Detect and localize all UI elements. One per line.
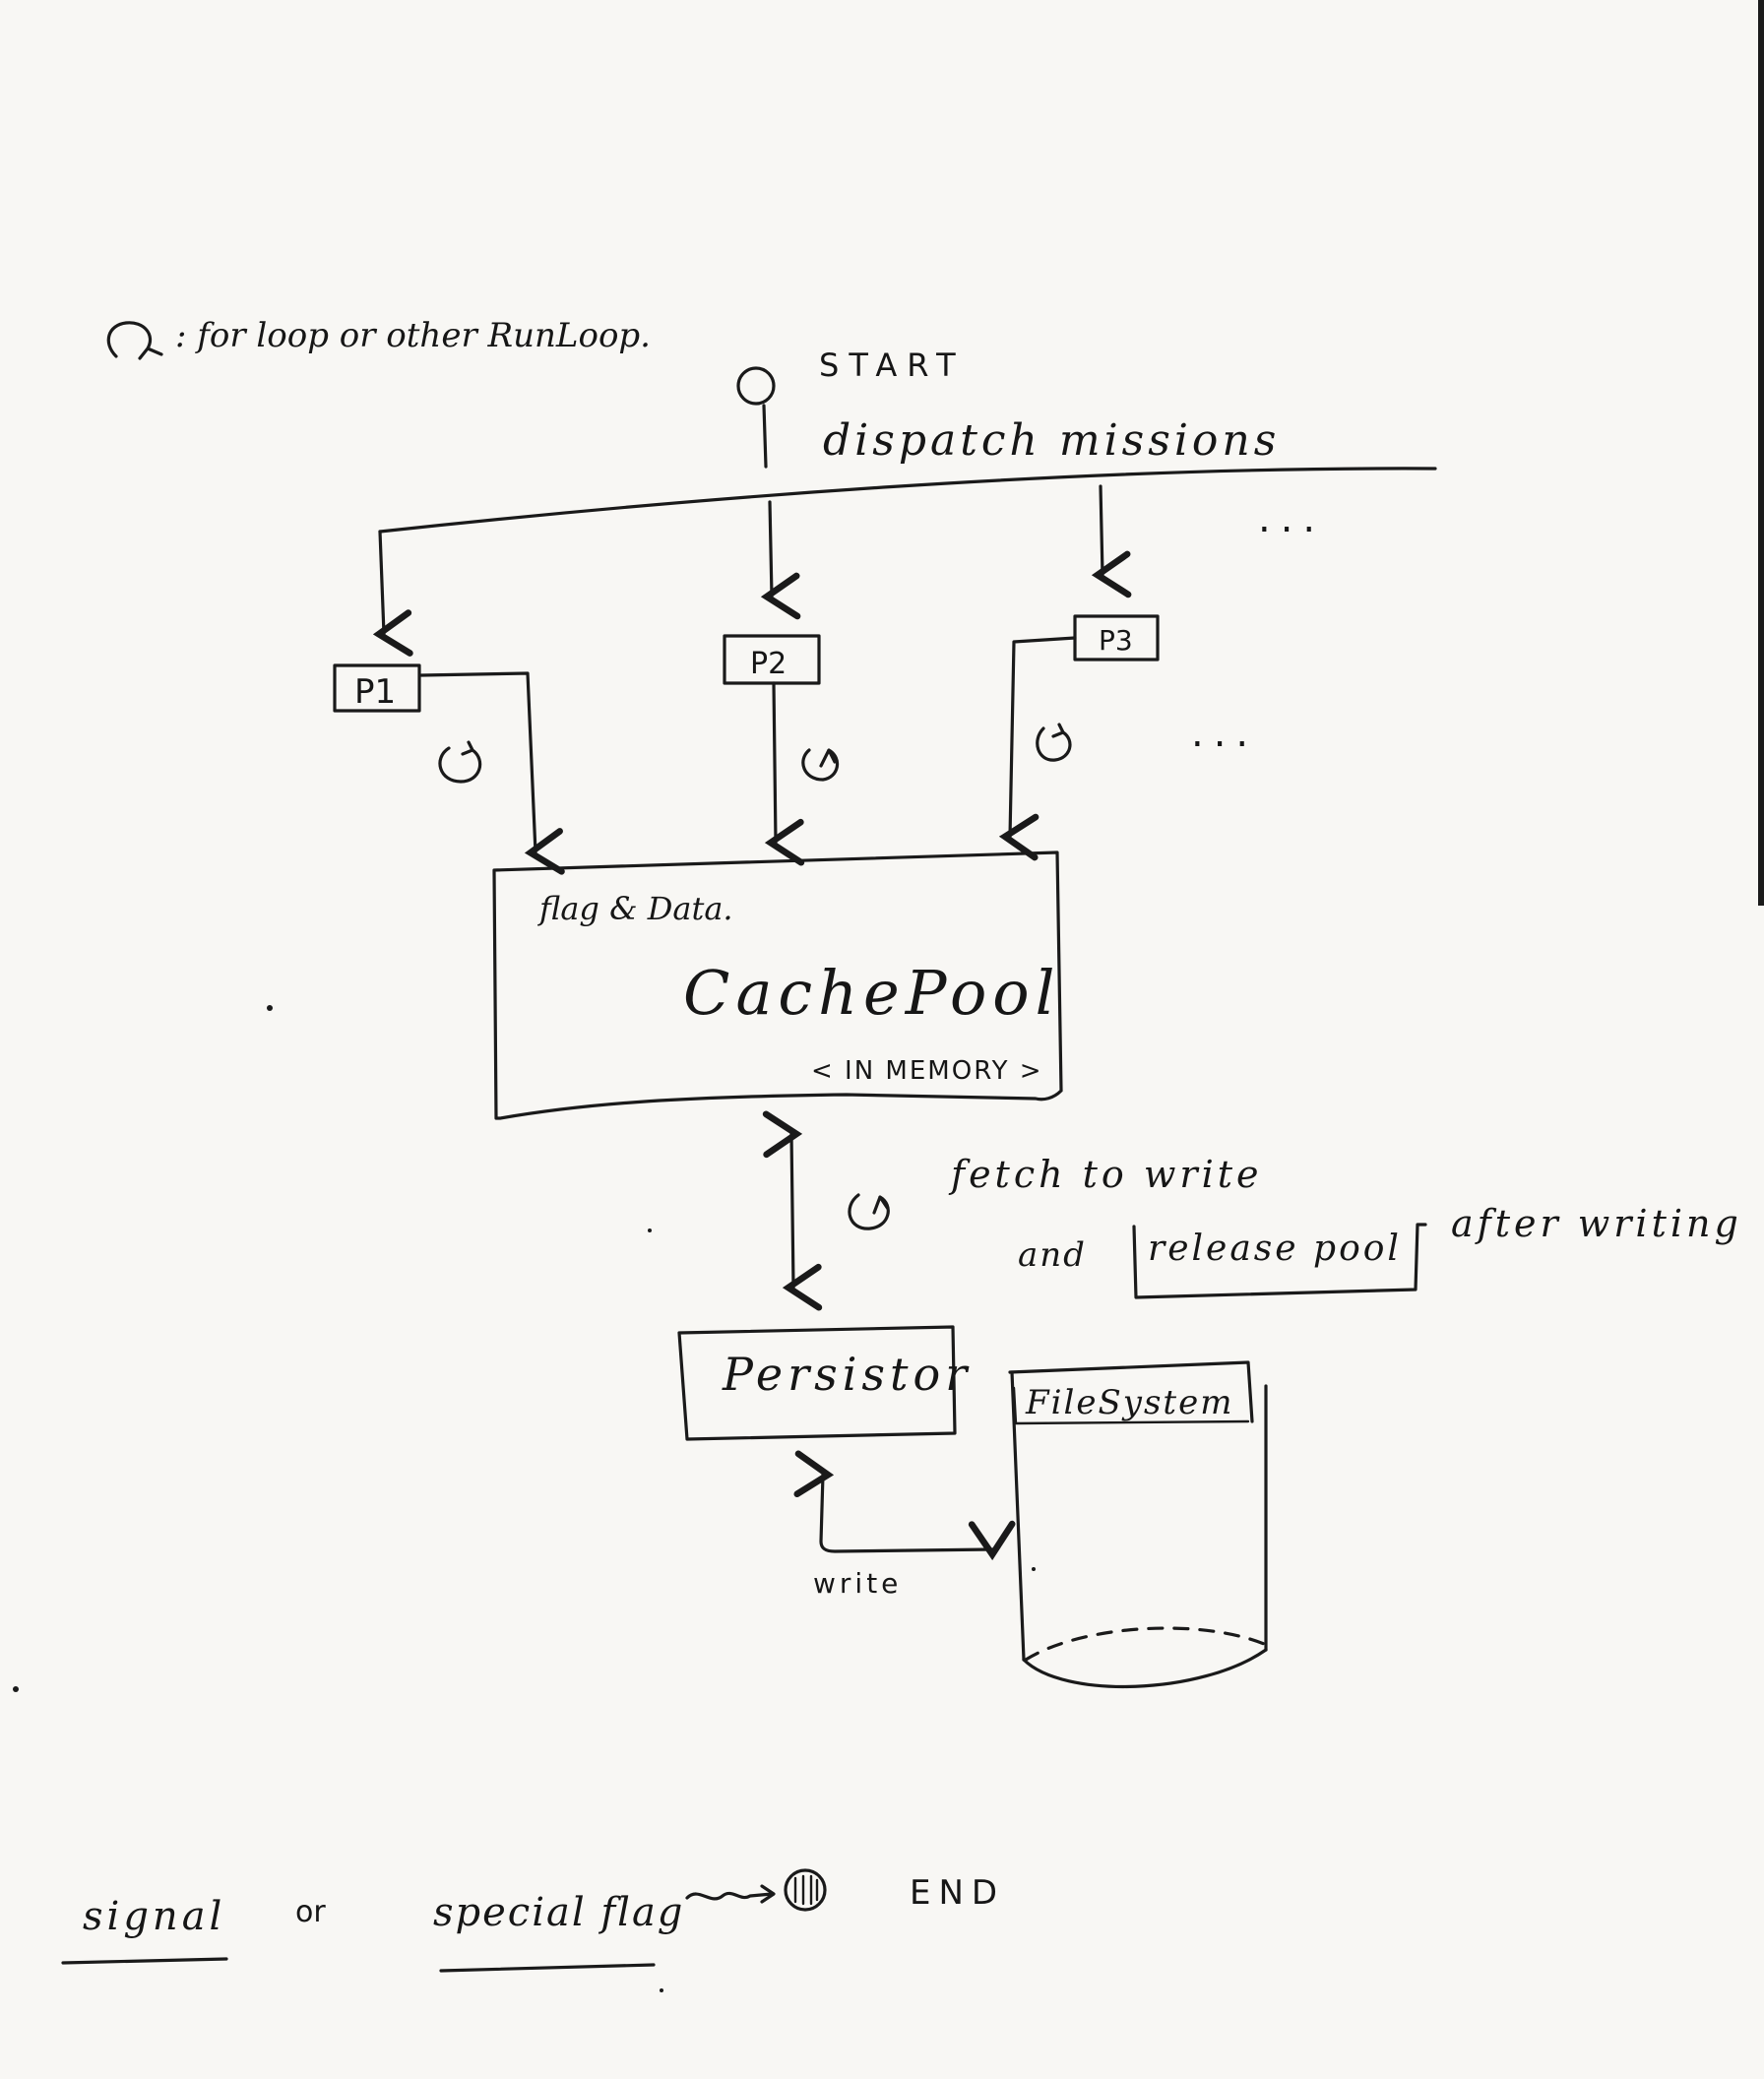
process-p2: P2 (723, 634, 821, 685)
or-label: or (295, 1895, 326, 1929)
process-p1: P1 (333, 663, 421, 713)
end-label: END (910, 1873, 1005, 1913)
dispatch-bus: ... (372, 467, 1437, 657)
more-missions-marker: ... (1258, 496, 1325, 541)
special-flag-label: special flag (433, 1890, 684, 1935)
p1-loop-icon (438, 740, 482, 784)
more-processes-marker: ... (1191, 711, 1258, 756)
p2-loop-icon (801, 748, 840, 782)
process-p1-label: P1 (354, 672, 396, 712)
paper-specks (13, 1005, 1036, 1992)
legend-text: : for loop or other RunLoop. (175, 316, 651, 355)
p3-loop-icon (1036, 723, 1072, 762)
process-loop-icons (438, 723, 1072, 784)
process-p3: P3 (1073, 614, 1160, 662)
process-p2-label: P2 (750, 647, 787, 681)
end-section: signal or special flag END (61, 1868, 1005, 1973)
stop-circle-icon (784, 1868, 827, 1912)
process-p3-label: P3 (1099, 624, 1133, 657)
start-node: START dispatch missions (736, 346, 1280, 469)
start-circle-icon (736, 366, 776, 406)
cache-pool-tag: < IN MEMORY > (811, 1056, 1043, 1086)
filesystem-label: FileSystem (1025, 1383, 1233, 1422)
squiggle-arrow-icon (685, 1884, 776, 1904)
filesystem: FileSystem (1008, 1360, 1268, 1689)
signal-label: signal (83, 1894, 225, 1939)
fetch-note-suffix: after writing (1451, 1202, 1742, 1245)
cache-pool-subtitle: flag & Data. (537, 890, 733, 927)
write-arrow: write (793, 1450, 1016, 1600)
fetch-note-boxed: release pool (1148, 1228, 1402, 1269)
legend: : for loop or other RunLoop. (106, 316, 651, 360)
page-edge-shadow (1758, 0, 1764, 906)
write-label: write (813, 1567, 902, 1600)
loop-symbol-icon (106, 321, 163, 360)
fetch-note: fetch to write and release pool after wr… (948, 1153, 1742, 1299)
persistor: Persistor (677, 1325, 972, 1441)
fetch-note-line1: fetch to write (948, 1153, 1263, 1196)
fetch-note-and: and (1018, 1235, 1087, 1275)
cache-pool-title: CachePool (683, 957, 1060, 1029)
fetch-loop-icon (848, 1193, 890, 1230)
pool-persistor-link (762, 1110, 890, 1311)
dispatch-label: dispatch missions (823, 415, 1280, 466)
process-to-pool-arrows (419, 636, 1077, 875)
start-label: START (819, 346, 966, 384)
persistor-label: Persistor (722, 1348, 972, 1401)
cache-pool: flag & Data. CachePool < IN MEMORY > (492, 850, 1063, 1120)
